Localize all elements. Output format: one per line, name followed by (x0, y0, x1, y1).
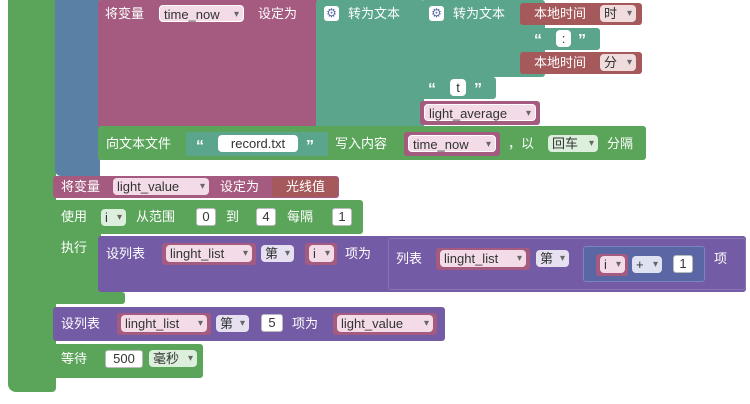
set-var-label: 将变量 (61, 179, 101, 194)
write-content-label: 写入内容 (335, 136, 388, 151)
range-to-field[interactable]: 4 (256, 208, 276, 226)
range-from-field[interactable]: 0 (196, 208, 216, 226)
index-mode-dropdown[interactable]: 第 (216, 315, 249, 332)
wait-label: 等待 (61, 351, 88, 366)
to-text-label-inner: 转为文本 (453, 6, 506, 21)
colon-text-field[interactable]: : (556, 30, 571, 47)
to-label: 到 (226, 209, 240, 224)
for-range-block-foot[interactable] (53, 292, 125, 304)
index-five-field[interactable]: 5 (261, 314, 283, 332)
to-text-label-outer: 转为文本 (348, 6, 401, 21)
quote-close-icon: ” (474, 81, 482, 98)
index-mode-dropdown[interactable]: 第 (261, 245, 294, 262)
set-list-label: 设列表 (106, 246, 146, 261)
to-text-block-outer[interactable] (316, 0, 424, 130)
file-name-field[interactable]: record.txt (218, 135, 298, 152)
index-mode-dropdown[interactable]: 第 (536, 250, 569, 267)
var-dropdown-i[interactable]: i (309, 245, 334, 262)
quote-open-icon: “ (534, 32, 542, 49)
wait-unit-dropdown[interactable]: 毫秒 (149, 350, 197, 367)
range-step-field[interactable]: 1 (332, 208, 352, 226)
var-dropdown-time-now[interactable]: time_now (408, 135, 496, 153)
local-time-label: 本地时间 (534, 55, 587, 70)
list-name-dropdown[interactable]: linght_list (166, 245, 252, 262)
local-time-label: 本地时间 (534, 6, 587, 21)
separator-label: 分隔 (607, 136, 634, 151)
loop-var-dropdown[interactable]: i (101, 209, 126, 226)
list-name-dropdown[interactable]: linght_list (121, 315, 207, 332)
item-as-label: 项为 (345, 246, 372, 261)
from-range-label: 从范围 (136, 209, 176, 224)
list-label: 列表 (396, 251, 423, 266)
gear-icon[interactable]: ⚙ (429, 6, 444, 21)
quote-open-icon: “ (196, 138, 204, 155)
var-dropdown-light-average[interactable]: light_average (424, 104, 536, 122)
quote-close-icon: ” (306, 138, 314, 155)
set-var-label: 将变量 (105, 6, 145, 21)
write-file-label: 向文本文件 (106, 136, 172, 151)
gear-icon[interactable]: ⚙ (324, 6, 339, 21)
time-unit-dropdown-hour[interactable]: 时 (600, 5, 636, 22)
quote-close-icon: ” (578, 32, 586, 49)
do-label: 执行 (61, 240, 88, 255)
math-operator-dropdown[interactable]: + (632, 256, 662, 273)
quote-open-icon: “ (428, 81, 436, 98)
var-dropdown-light-value[interactable]: light_value (113, 178, 209, 195)
time-unit-dropdown-minute[interactable]: 分 (600, 54, 636, 71)
var-dropdown-time-now[interactable]: time_now (159, 5, 244, 23)
separator-dropdown[interactable]: 回车 (548, 135, 598, 152)
step-label: 每隔 (287, 209, 314, 224)
light-sensor-label: 光线值 (286, 179, 326, 194)
var-dropdown-i[interactable]: i (600, 256, 625, 273)
for-range-block-side[interactable] (53, 232, 101, 302)
number-one-field[interactable]: 1 (673, 255, 693, 273)
outer-loop-block[interactable] (8, 0, 56, 392)
set-list-label: 设列表 (61, 316, 101, 331)
light-sensor-block[interactable] (272, 177, 338, 197)
inner-loop-block[interactable] (55, 0, 100, 176)
comma-with-label: ，以 (508, 136, 535, 151)
set-to-label: 设定为 (258, 6, 298, 21)
item-end-label: 项 (714, 251, 728, 266)
var-dropdown-light-value[interactable]: light_value (337, 315, 433, 332)
set-to-label: 设定为 (220, 179, 260, 194)
list-name-dropdown[interactable]: linght_list (440, 250, 526, 267)
t-text-field[interactable]: t (450, 79, 466, 96)
use-label: 使用 (61, 209, 88, 224)
item-as-label: 项为 (292, 316, 319, 331)
wait-value-field[interactable]: 500 (105, 350, 143, 368)
